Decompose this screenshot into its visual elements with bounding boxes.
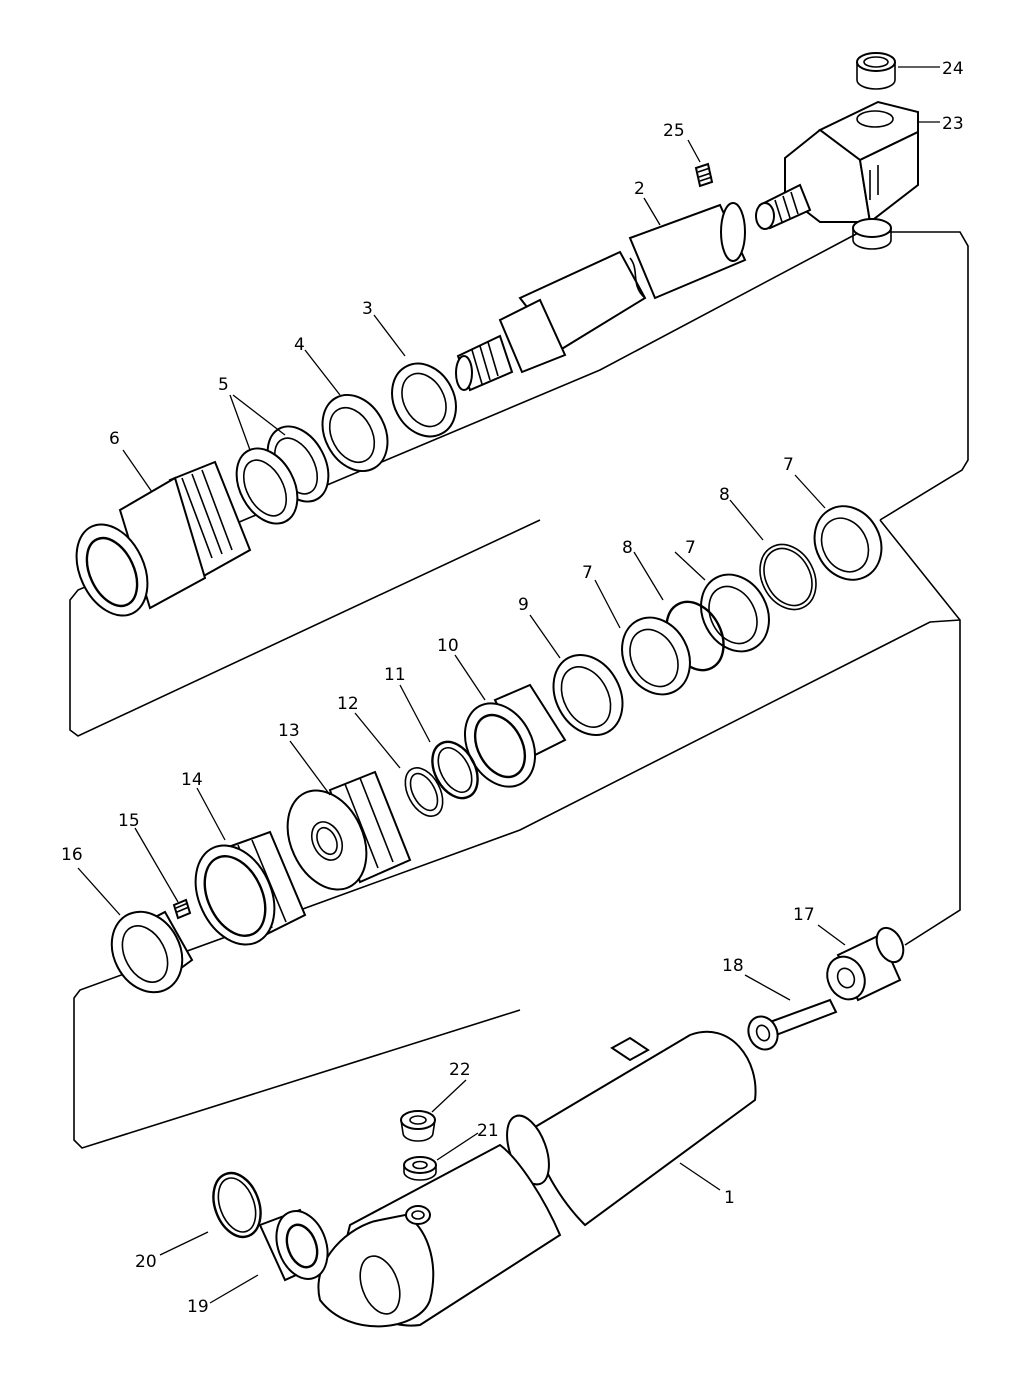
callout-16: 16 — [61, 845, 83, 865]
assembly-frame-lines — [69, 231, 969, 1149]
part-11-seal-ring — [431, 740, 479, 800]
callout-1: 1 — [724, 1188, 735, 1208]
part-3-ring — [391, 362, 457, 438]
callout-17: 17 — [793, 905, 815, 925]
part-14-guide — [194, 830, 307, 946]
callout-8-right: 8 — [719, 485, 730, 505]
part-20-circlip — [212, 1171, 262, 1239]
callout-18: 18 — [722, 956, 744, 976]
part-17-pin — [826, 926, 905, 1002]
part-6-gland — [75, 460, 252, 617]
callout-9: 9 — [518, 595, 529, 615]
callout-labels: 1 2 3 4 5 6 7 7 7 8 8 9 10 11 12 13 14 1… — [61, 59, 964, 1317]
part-24-bush — [856, 52, 896, 90]
part-18-bolt — [747, 998, 838, 1051]
part-16-nut — [110, 910, 194, 994]
part-9-ring — [552, 653, 624, 737]
callout-10: 10 — [437, 636, 459, 656]
callout-3: 3 — [362, 299, 373, 319]
part-1-cylinder-body — [317, 1030, 757, 1328]
rod-threaded-end — [455, 334, 514, 392]
callout-7-middle: 7 — [685, 538, 696, 558]
callout-20: 20 — [135, 1252, 157, 1272]
part-21-washer — [403, 1156, 437, 1181]
callout-8-left: 8 — [622, 538, 633, 558]
part-13-piston — [286, 770, 412, 891]
callout-11: 11 — [384, 665, 406, 685]
part-8-ring-right — [759, 543, 817, 611]
callout-25: 25 — [663, 121, 685, 141]
part-12-ring — [404, 767, 444, 817]
part-7-ring-right — [813, 505, 883, 581]
callout-15: 15 — [118, 811, 140, 831]
clevis-threaded-stud — [755, 183, 812, 230]
callout-12: 12 — [337, 694, 359, 714]
leader-lines — [77, 66, 940, 1304]
part-2-piston-rod — [498, 202, 747, 374]
part-19-bearing — [258, 1208, 329, 1282]
part-23-lower-bush — [852, 218, 892, 250]
part-5-rings — [235, 425, 330, 525]
part-25-grub-screw — [694, 162, 714, 188]
callout-13: 13 — [278, 721, 300, 741]
callout-7-left: 7 — [582, 563, 593, 583]
callout-14: 14 — [181, 770, 203, 790]
callout-22: 22 — [449, 1060, 471, 1080]
callout-19: 19 — [187, 1297, 209, 1317]
part-22-plug — [400, 1110, 436, 1142]
part-7-ring-middle — [700, 573, 770, 653]
callout-4: 4 — [294, 335, 305, 355]
callout-5: 5 — [218, 375, 229, 395]
callout-2: 2 — [634, 179, 645, 199]
callout-6: 6 — [109, 429, 120, 449]
callout-23: 23 — [942, 114, 964, 134]
part-7-ring-left — [621, 616, 691, 696]
callout-24: 24 — [942, 59, 964, 79]
part-15-grub-screw — [172, 898, 192, 920]
part-4-ring — [321, 393, 389, 473]
callout-21: 21 — [477, 1121, 499, 1141]
callout-7-right: 7 — [783, 455, 794, 475]
part-10-sleeve — [463, 683, 567, 788]
